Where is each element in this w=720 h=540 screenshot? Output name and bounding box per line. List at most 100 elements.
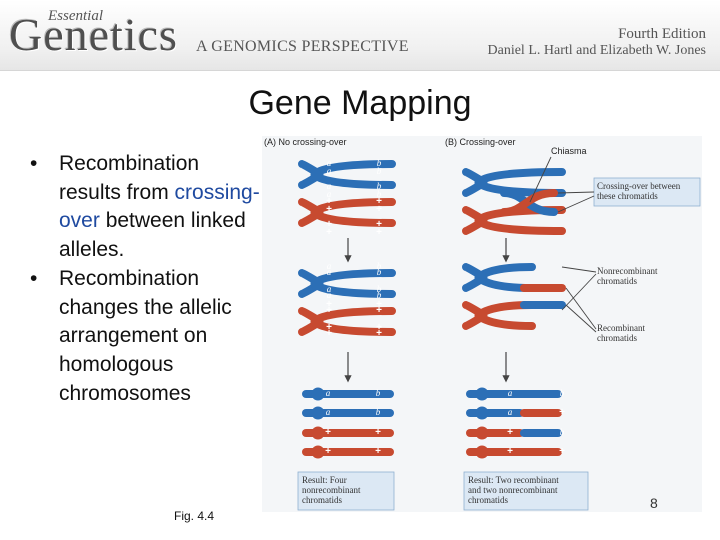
allele-label-30: a — [326, 388, 331, 398]
bullet-1-post: between linked alleles. — [59, 209, 246, 262]
bullet-list: Recombination results from crossing-over… — [30, 150, 262, 408]
allele-label-20: b — [377, 290, 382, 300]
recombinant-leader-2 — [565, 304, 597, 333]
crossover-leader-1 — [557, 191, 595, 194]
allele-label-18: b — [377, 267, 382, 277]
allele-label-88: + — [507, 446, 513, 457]
figure-caption: Fig. 4.4 — [174, 509, 215, 523]
allele-label-24: + — [326, 305, 332, 316]
logo-essential: Essential — [48, 8, 103, 24]
allele-label-50: b — [377, 189, 382, 199]
allele-label-3: a — [327, 158, 332, 168]
recombinant-callout-line-0: Recombinant — [597, 323, 645, 333]
crossover-leader-2 — [557, 195, 595, 213]
allele-label-62: b — [377, 261, 382, 271]
result-a-text-2: chromatids — [302, 495, 342, 505]
nonrecombinant-callout-line-0: Nonrecombinant — [597, 266, 658, 276]
centromere-53 — [474, 214, 488, 227]
recombinant-callout-line-1: chromatids — [597, 333, 637, 343]
allele-label-48: b — [377, 166, 382, 176]
centromere-9 — [310, 206, 324, 219]
centromere-23 — [310, 315, 324, 328]
result-a-box — [297, 471, 395, 511]
result-a-text-1: nonrecombinant — [302, 485, 361, 495]
allele-label-64: b — [377, 284, 382, 294]
allele-label-38: + — [325, 427, 331, 438]
bullet-1-pre: Recombination results from — [59, 152, 200, 204]
result-b-text-0: Result: Two recombinant — [468, 475, 559, 485]
allele-label-89: + — [559, 446, 565, 457]
centromere-60 — [474, 271, 488, 284]
crossing-over-diagram: (A) No crossing-over (B) Crossing-over C… — [262, 136, 702, 512]
allele-label-47: a — [327, 166, 332, 176]
book-banner: Essential Genetics A GENOMICS PERSPECTIV… — [0, 0, 720, 71]
bullet-item-1: Recombination results from crossing-over… — [30, 150, 262, 265]
recombinant-leader-1 — [565, 287, 597, 330]
panel-a-title: (A) No crossing-over — [264, 137, 347, 147]
allele-label-27: + — [376, 328, 382, 339]
allele-label-6: b — [377, 181, 382, 191]
chiasma-label: Chiasma — [551, 146, 587, 156]
allele-label-61: a — [327, 261, 332, 271]
chiasma-leader — [529, 156, 552, 203]
bullet-item-2: Recombination changes the allelic arrang… — [30, 265, 262, 409]
allele-label-34: a — [326, 407, 331, 417]
allele-label-39: + — [375, 427, 381, 438]
book-subtitle: A GENOMICS PERSPECTIVE — [196, 38, 409, 55]
chiasma-strand-red — [500, 189, 558, 216]
allele-label-56: + — [326, 227, 332, 238]
allele-label-12: + — [326, 219, 332, 230]
allele-label-80: + — [559, 407, 565, 418]
crossover-callout-line-1: these chromatids — [597, 191, 658, 201]
bullet-1-highlight: crossing-over — [59, 180, 260, 233]
result-a-text-0: Result: Four — [302, 475, 347, 485]
allele-label-55: + — [376, 204, 382, 215]
allele-label-26: + — [326, 328, 332, 339]
result-b-text-2: chromatids — [468, 495, 508, 505]
allele-label-31: b — [376, 388, 381, 398]
allele-label-10: + — [326, 196, 332, 207]
result-b-text-1: and two nonrecombinant — [468, 485, 558, 495]
centromere-37 — [311, 426, 325, 440]
allele-label-70: + — [326, 322, 332, 333]
allele-label-19: a — [327, 290, 332, 300]
allele-label-63: a — [327, 284, 332, 294]
centromere-67 — [474, 309, 488, 322]
authors-label: Daniel L. Hartl and Elizabeth W. Jones — [487, 43, 707, 58]
allele-label-68: + — [326, 299, 332, 310]
allele-label-43: + — [375, 446, 381, 457]
centromere-33 — [311, 406, 325, 420]
page-number: 8 — [650, 495, 658, 511]
allele-label-71: + — [376, 322, 382, 333]
allele-label-69: + — [376, 299, 382, 310]
allele-label-25: + — [376, 305, 382, 316]
allele-label-74: a — [508, 388, 513, 398]
allele-label-13: + — [376, 219, 382, 230]
centromere-41 — [311, 445, 325, 459]
allele-label-42: + — [325, 446, 331, 457]
centromere-2 — [310, 168, 324, 181]
logo-genetics: Genetics — [9, 9, 178, 60]
panel-b-title: (B) Crossing-over — [445, 137, 516, 147]
nonrecombinant-leader-2 — [561, 273, 597, 311]
allele-label-54: + — [326, 204, 332, 215]
centromere-73 — [475, 387, 489, 401]
slide-title: Gene Mapping — [248, 84, 472, 122]
result-b-box — [463, 471, 589, 511]
crossover-callout-line-0: Crossing-over between — [597, 181, 681, 191]
allele-label-11: + — [376, 196, 382, 207]
crossing-over-figure: (A) No crossing-over (B) Crossing-over C… — [262, 136, 702, 512]
allele-label-4: b — [377, 158, 382, 168]
centromere-87 — [475, 445, 489, 459]
allele-label-17: a — [327, 267, 332, 277]
centromere-78 — [475, 406, 489, 420]
allele-label-75: b — [560, 388, 565, 398]
allele-label-57: + — [376, 227, 382, 238]
allele-label-5: a — [327, 181, 332, 191]
allele-label-49: a — [327, 189, 332, 199]
centromere-29 — [311, 387, 325, 401]
allele-label-35: b — [376, 407, 381, 417]
allele-label-84: + — [507, 427, 513, 438]
